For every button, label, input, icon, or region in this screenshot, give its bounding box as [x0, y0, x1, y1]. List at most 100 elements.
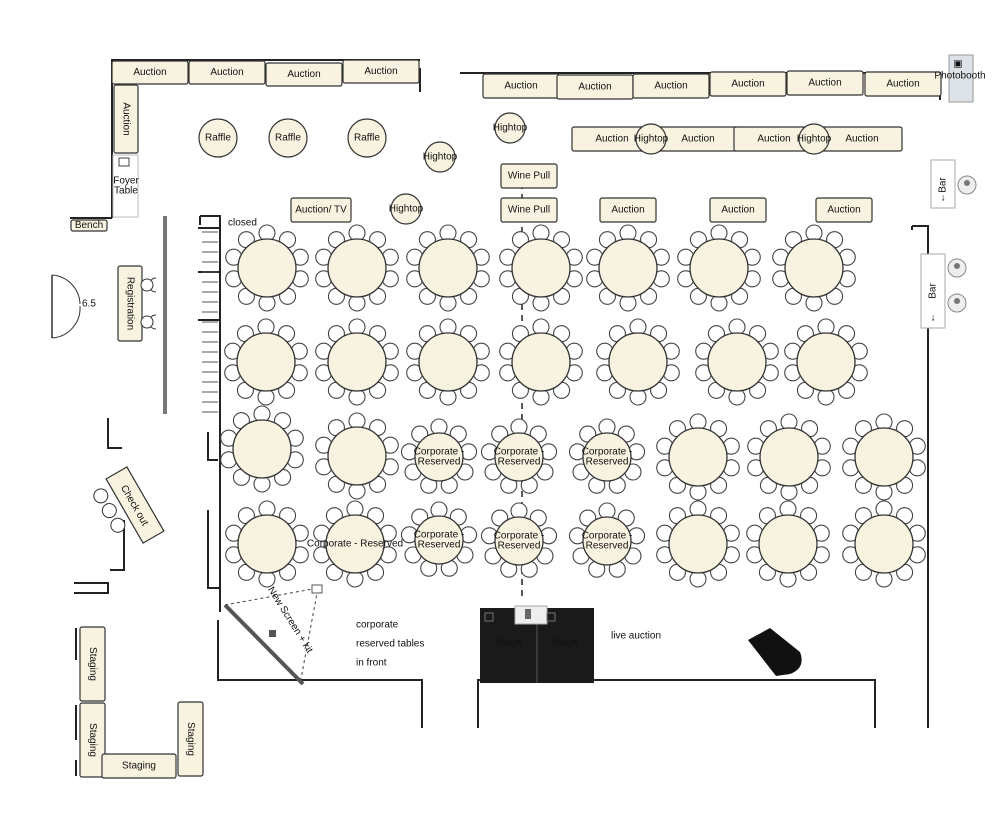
auction-table-label: Auction [731, 79, 764, 90]
chair [101, 503, 117, 519]
round-table [315, 224, 399, 312]
round-table [406, 224, 490, 312]
table-top [511, 238, 571, 298]
round-table [747, 413, 831, 501]
round-table [224, 318, 308, 406]
round-table [842, 413, 926, 501]
door-arc [51, 274, 81, 305]
wall [207, 510, 220, 589]
wall [912, 225, 929, 728]
wall [217, 620, 423, 728]
auction-table [632, 73, 710, 99]
corporate-reserved-table: Corporate -Reserved [400, 418, 478, 494]
table-top [327, 426, 387, 486]
table-top [854, 514, 914, 574]
table-top [327, 238, 387, 298]
auction-table-label: Auction [721, 205, 754, 216]
table-top [325, 514, 385, 574]
staging-block [177, 701, 204, 777]
auction-table [864, 71, 942, 97]
wall [74, 582, 109, 594]
hightop-table-label: Hightop [493, 123, 528, 134]
auction-table-label: Auction [808, 78, 841, 89]
chair [140, 278, 154, 292]
screen-label: New Screen + kit [265, 585, 315, 655]
round-table [315, 412, 399, 500]
corporate-reserved-table: Corporate -Reserved [480, 418, 558, 494]
table-label-line: Corporate - [414, 530, 465, 541]
round-table [499, 224, 583, 312]
camera-icon: ▣ [953, 59, 962, 70]
auction-table-label: Auction [504, 81, 537, 92]
auction-table-label: Auction [287, 69, 320, 80]
auction-table-label: Auction [681, 134, 714, 145]
speaker-icon [484, 612, 494, 622]
auction-table-label: Auction [845, 134, 878, 145]
auction-table [599, 197, 657, 223]
hightop-table-label: Hightop [423, 152, 458, 163]
table-top [418, 238, 478, 298]
auction-table [709, 197, 767, 223]
table-label-line: Reserved [418, 540, 461, 551]
round-table [596, 318, 680, 406]
table-top [598, 238, 658, 298]
bar-label: Bar [928, 283, 939, 299]
raffle-table [268, 118, 308, 158]
staging-block [79, 702, 106, 778]
table-top [237, 514, 297, 574]
table-label-line: Reserved [586, 457, 629, 468]
auction-table-label: Auction [886, 79, 919, 90]
table-top [608, 332, 668, 392]
round-table [656, 500, 740, 588]
screen-projection [224, 587, 319, 685]
hightop-table [494, 112, 526, 144]
registration-table [117, 265, 143, 342]
bar-counter [930, 159, 956, 209]
auction-table-label: Auction [210, 67, 243, 78]
round-table [695, 318, 779, 406]
kit-icon [311, 584, 323, 594]
table-top [582, 516, 632, 566]
speaker-icon [546, 612, 556, 622]
round-table [220, 405, 304, 493]
table-top [414, 432, 464, 482]
round-table [677, 224, 761, 312]
table-label-line: Corporate - [582, 531, 633, 542]
table-top [689, 238, 749, 298]
bench [70, 219, 108, 232]
auction-table-label: Auction [757, 134, 790, 145]
auction-table-label: Auction [611, 205, 644, 216]
bar-label: Bar [938, 177, 949, 193]
table-top [796, 332, 856, 392]
corporate-note-line: in front [356, 658, 387, 669]
auction-table-label: Auction [654, 81, 687, 92]
staging-block-label: Staging [87, 723, 98, 757]
round-table [315, 318, 399, 406]
wall [207, 432, 218, 461]
staging-block-label: Staging [87, 647, 98, 681]
table-top [236, 332, 296, 392]
auction-table [265, 62, 343, 87]
foyer-table-label-line: Foyer [113, 176, 139, 187]
wine-pull-table-label: Wine Pull [508, 171, 550, 182]
wall [110, 520, 125, 571]
auction-table-label: Auction [595, 134, 628, 145]
piano-icon [748, 628, 802, 676]
auction-table-label: Auction [120, 102, 131, 135]
closed-note: closed [228, 218, 257, 229]
table-top [707, 332, 767, 392]
table-top [494, 432, 544, 482]
staff-head-icon [954, 263, 960, 269]
auction-table-label: Auction [133, 67, 166, 78]
staging-block-label: Staging [185, 722, 196, 756]
table-label-line: Reserved [586, 541, 629, 552]
table-top [418, 332, 478, 392]
table-label-line: Reserved [498, 541, 541, 552]
raffle-table-label: Raffle [275, 133, 301, 144]
auction-tv-table-label: Auction/ TV [295, 205, 347, 216]
hightop-table [424, 141, 456, 173]
table-top [327, 332, 387, 392]
table-top [232, 419, 292, 479]
